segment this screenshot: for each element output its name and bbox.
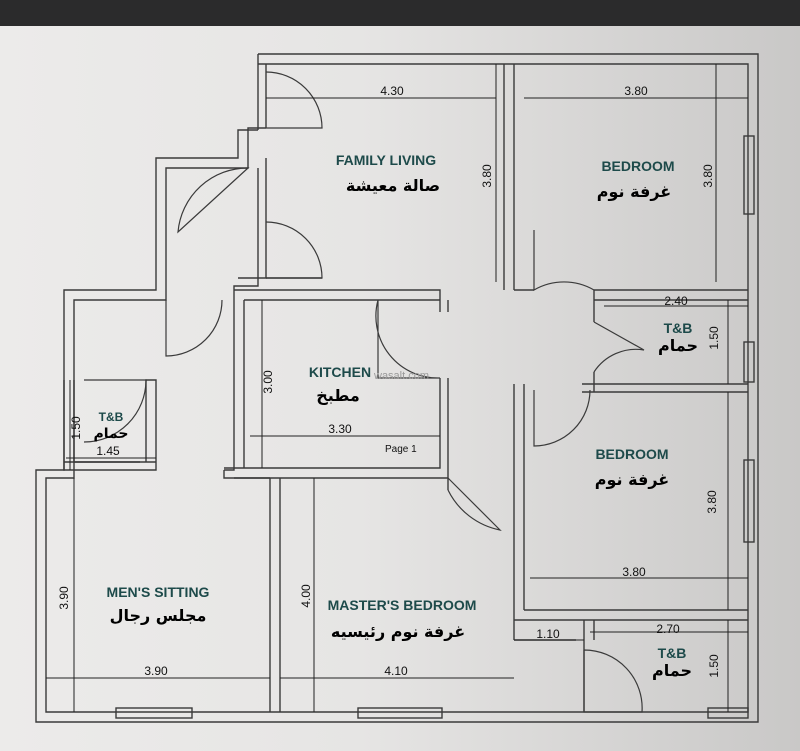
- outer-walls: [35, 53, 759, 723]
- tb-right-lower-height-dim: 1.50: [707, 654, 721, 678]
- bedroom-mid-label: BEDROOM: [595, 446, 669, 462]
- bedroom-top-label: BEDROOM: [601, 158, 675, 174]
- top-bar: [0, 0, 800, 26]
- tb-right-upper-height-dim: 1.50: [707, 326, 721, 350]
- master-width-dim: 4.10: [384, 664, 408, 678]
- tb-right-lower-width-dim: 2.70: [656, 622, 680, 636]
- doors: [83, 71, 645, 713]
- windows-bottom: [115, 707, 749, 719]
- mens-height-dim: 3.90: [57, 586, 71, 610]
- kitchen-arabic: مطبخ: [316, 386, 360, 405]
- masters-bedroom-label: MASTER'S BEDROOM: [327, 597, 477, 613]
- dimension-lines: [46, 64, 748, 712]
- master-height-dim: 4.00: [299, 584, 313, 608]
- kitchen-width-dim: 3.30: [328, 422, 352, 436]
- tb-left-label: T&B: [98, 410, 124, 424]
- bedroom-top-width-dim: 3.80: [624, 84, 648, 98]
- tb-right-upper-label: T&B: [663, 320, 693, 336]
- tb-left-width-dim: 1.45: [96, 444, 120, 458]
- bedroom-top-height-dim: 3.80: [701, 164, 715, 188]
- tb-right-upper-width-dim: 2.40: [664, 294, 688, 308]
- mens-width-dim: 3.90: [144, 664, 168, 678]
- living-room-walls: [224, 64, 515, 471]
- tb-right-lower-label: T&B: [657, 645, 687, 661]
- living-width-dim: 4.30: [380, 84, 404, 98]
- tb-right-upper-walls: [582, 300, 755, 393]
- master-walls: [269, 478, 595, 712]
- bedroom-mid-arabic: غرفة نوم: [594, 470, 670, 489]
- bedroom-mid-width-dim: 3.80: [622, 565, 646, 579]
- corridor-width-dim: 1.10: [536, 627, 560, 641]
- page-label: Page 1: [385, 444, 417, 455]
- mens-sitting-label: MEN'S SITTING: [106, 584, 210, 600]
- bedroom-mid-height-dim: 3.80: [705, 490, 719, 514]
- kitchen-label: KITCHEN: [308, 364, 372, 380]
- family-living-label: FAMILY LIVING: [335, 152, 437, 168]
- masters-bedroom-arabic: غرفة نوم رئيسيه: [330, 622, 466, 641]
- tb-right-upper-arabic: حمام: [658, 336, 698, 355]
- tb-left-height-dim: 1.50: [69, 416, 83, 440]
- family-living-arabic: صالة معيشة: [345, 176, 441, 195]
- watermark: wasalt.com: [374, 370, 430, 382]
- bedroom-mid-walls: [513, 384, 755, 621]
- mens-sitting-arabic: مجلس رجال: [109, 606, 207, 625]
- bedroom-top-walls: [514, 135, 755, 301]
- living-height-dim: 3.80: [480, 164, 494, 188]
- tb-left-arabic: حمام: [93, 426, 129, 442]
- tb-left-walls: [63, 379, 157, 471]
- tb-right-lower-arabic: حمام: [652, 661, 692, 680]
- kitchen-height-dim: 3.00: [261, 370, 275, 394]
- bedroom-top-arabic: غرفة نوم: [596, 182, 672, 201]
